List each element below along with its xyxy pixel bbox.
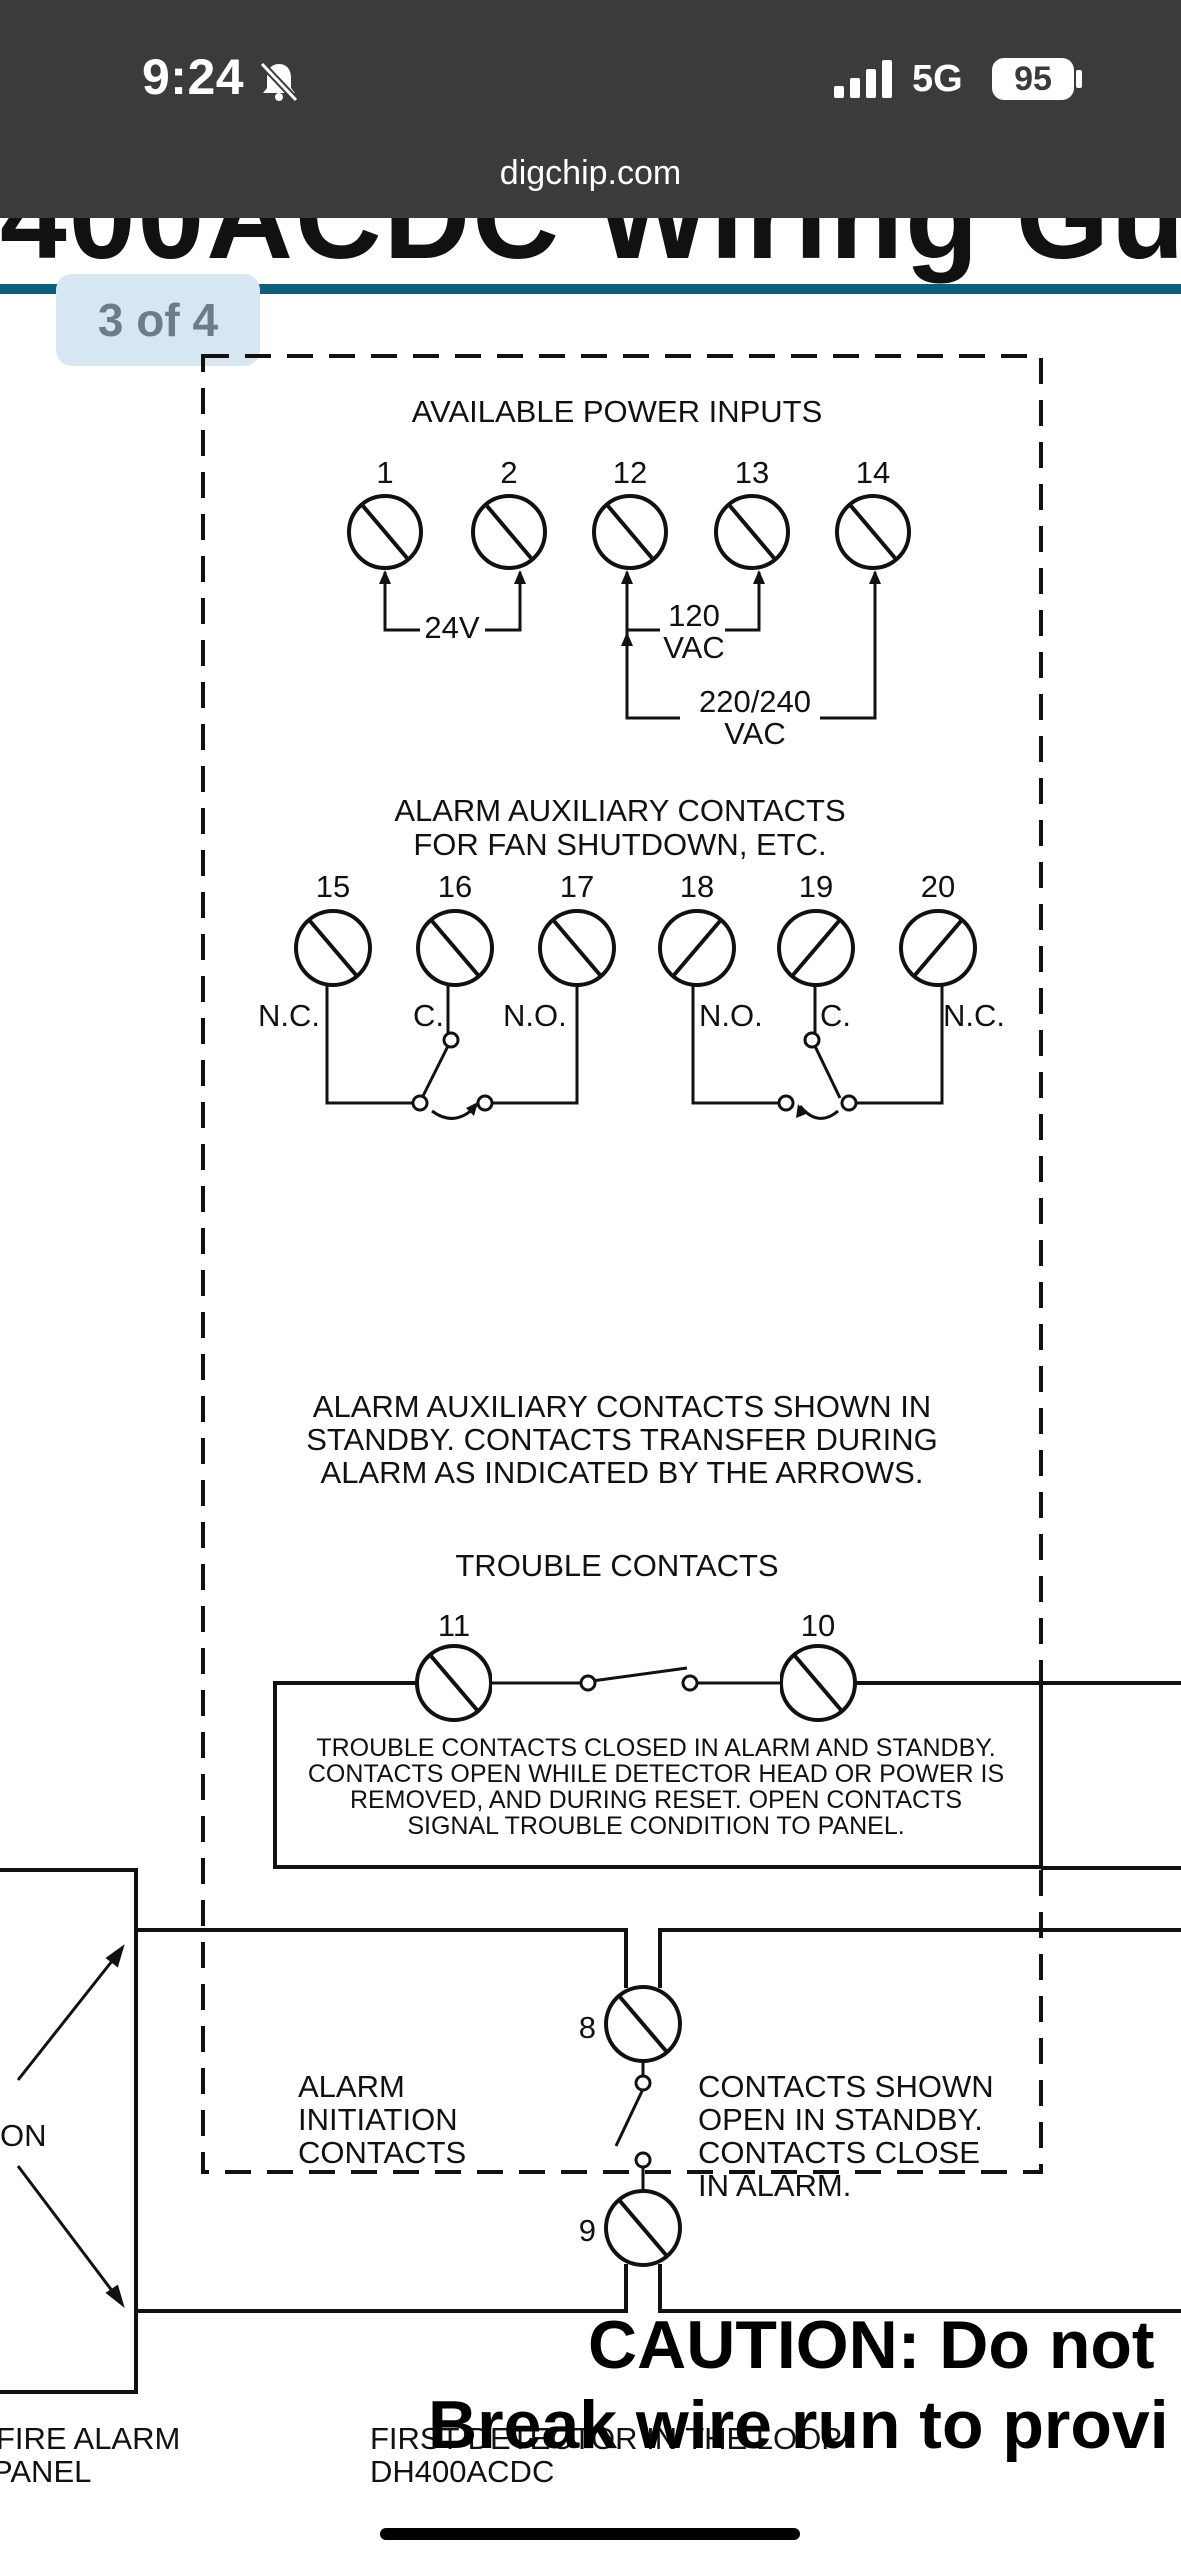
aux-note-line2: STANDBY. CONTACTS TRANSFER DURING bbox=[306, 1422, 938, 1457]
caution-line2: Break wire run to provi bbox=[428, 2387, 1169, 2463]
initiation-note-line2: OPEN IN STANDBY. bbox=[698, 2102, 983, 2137]
label-24v: 24V bbox=[424, 610, 479, 645]
home-indicator[interactable] bbox=[380, 2528, 800, 2540]
aux-heading-line1: ALARM AUXILIARY CONTACTS bbox=[394, 793, 845, 828]
contact-no-18: N.O. bbox=[699, 998, 763, 1033]
caution-line1: CAUTION: Do not bbox=[588, 2307, 1155, 2383]
aux-terminals bbox=[294, 909, 977, 987]
trouble-note-line2: CONTACTS OPEN WHILE DETECTOR HEAD OR POW… bbox=[308, 1760, 1004, 1788]
initiation-wiring bbox=[136, 1928, 1181, 2313]
initiation-note-line3: CONTACTS CLOSE bbox=[698, 2135, 980, 2170]
terminal-8: 8 bbox=[579, 2010, 596, 2045]
trouble-note-line1: TROUBLE CONTACTS CLOSED IN ALARM AND STA… bbox=[316, 1734, 995, 1762]
aux-contact-points bbox=[411, 1031, 858, 1112]
detector-label-line2: DH400ACDC bbox=[370, 2454, 554, 2489]
trouble-switch bbox=[491, 1666, 781, 1692]
network-type: 5G bbox=[912, 58, 963, 100]
initiation-label-line1: ALARM bbox=[298, 2069, 405, 2104]
initiation-terminals bbox=[604, 1985, 682, 2267]
page-title: 400ACDC Wiring Guide bbox=[0, 218, 1181, 286]
terminal-10: 10 bbox=[801, 1608, 835, 1643]
status-bar: 9:24 5G 95 digchip.com bbox=[0, 0, 1181, 218]
initiation-note-line4: IN ALARM. bbox=[698, 2168, 851, 2203]
aux-heading-line2: FOR FAN SHUTDOWN, ETC. bbox=[413, 827, 826, 862]
battery-tip-icon bbox=[1076, 70, 1082, 88]
terminal-12: 12 bbox=[613, 455, 647, 490]
detector-label-line1: FIRST DETECTOR IN THE LOOP bbox=[370, 2421, 842, 2456]
wiring-diagram: AVAILABLE POWER INPUTS 1 2 12 13 14 bbox=[0, 354, 1181, 2489]
label-120: 120 bbox=[668, 598, 720, 633]
silent-bell-icon bbox=[259, 61, 299, 103]
cellular-signal-icon bbox=[834, 60, 892, 98]
panel-label-line1: FIRE ALARM bbox=[0, 2421, 180, 2456]
detector-boundary bbox=[201, 354, 1043, 2174]
terminal-15: 15 bbox=[316, 869, 350, 904]
terminal-20: 20 bbox=[921, 869, 955, 904]
terminal-11: 11 bbox=[438, 1608, 470, 1643]
url-label[interactable]: digchip.com bbox=[499, 154, 682, 192]
panel-arrows bbox=[16, 1944, 125, 2309]
terminal-14: 14 bbox=[856, 455, 890, 490]
trouble-note-line4: SIGNAL TROUBLE CONDITION TO PANEL. bbox=[407, 1812, 904, 1840]
trouble-heading: TROUBLE CONTACTS bbox=[455, 1548, 778, 1583]
initiation-note-line1: CONTACTS SHOWN bbox=[698, 2069, 994, 2104]
contact-c-16: C. bbox=[413, 998, 444, 1033]
battery-level: 95 bbox=[992, 58, 1074, 100]
terminal-2: 2 bbox=[500, 455, 517, 490]
terminal-13: 13 bbox=[735, 455, 769, 490]
initiation-label-line2: INITIATION bbox=[298, 2102, 458, 2137]
label-220-vac: VAC bbox=[724, 716, 785, 751]
label-220-240: 220/240 bbox=[699, 684, 811, 719]
contact-nc-15: N.C. bbox=[258, 998, 320, 1033]
terminal-17: 17 bbox=[560, 869, 594, 904]
contact-nc-20: N.C. bbox=[943, 998, 1005, 1033]
power-terminals bbox=[347, 494, 911, 570]
trouble-note-line3: REMOVED, AND DURING RESET. OPEN CONTACTS bbox=[350, 1786, 962, 1814]
terminal-1: 1 bbox=[376, 455, 393, 490]
contact-c-19: C. bbox=[820, 998, 851, 1033]
trouble-terminals bbox=[415, 1644, 857, 1722]
title-rule bbox=[0, 284, 1181, 294]
label-120-vac: VAC bbox=[663, 630, 724, 665]
terminal-18: 18 bbox=[680, 869, 714, 904]
clock: 9:24 bbox=[142, 49, 245, 105]
fire-alarm-panel bbox=[0, 1868, 138, 2394]
initiation-switch bbox=[614, 2061, 652, 2191]
aux-note-line1: ALARM AUXILIARY CONTACTS SHOWN IN bbox=[313, 1389, 931, 1424]
terminal-19: 19 bbox=[799, 869, 833, 904]
aux-note-line3: ALARM AS INDICATED BY THE ARROWS. bbox=[321, 1455, 924, 1490]
document-viewer[interactable]: 400ACDC Wiring Guide 3 of 4 AVAILABLE PO… bbox=[0, 218, 1181, 2560]
aux-transfer-arrowheads bbox=[466, 1102, 806, 1118]
power-wiring bbox=[383, 572, 877, 720]
power-arrowheads bbox=[379, 570, 881, 646]
panel-label-line2: PANEL bbox=[0, 2454, 91, 2489]
panel-partial-label: ON bbox=[0, 2118, 47, 2153]
terminal-16: 16 bbox=[438, 869, 472, 904]
initiation-label-line3: CONTACTS bbox=[298, 2135, 466, 2170]
contact-no-17: N.O. bbox=[503, 998, 567, 1033]
power-inputs-heading: AVAILABLE POWER INPUTS bbox=[412, 394, 823, 429]
terminal-9: 9 bbox=[579, 2213, 596, 2248]
page-indicator[interactable]: 3 of 4 bbox=[56, 274, 260, 366]
